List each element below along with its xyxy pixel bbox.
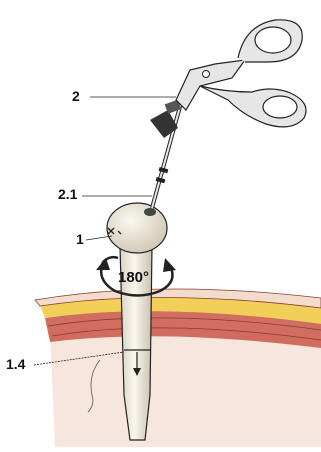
label-instrument: 2 [72, 89, 80, 103]
trocar-head [107, 203, 167, 253]
rotation-degree-label: 180° [118, 269, 149, 286]
pivot-screw [203, 71, 210, 78]
label-instrument-tip: 2.1 [58, 187, 77, 201]
tissue-layers [35, 289, 321, 447]
leader-1 [86, 236, 112, 240]
trocar-port [144, 208, 156, 216]
label-trocar-head: 1 [76, 232, 84, 246]
instrument [150, 20, 306, 208]
label-trocar-mark: 1.4 [6, 357, 25, 371]
